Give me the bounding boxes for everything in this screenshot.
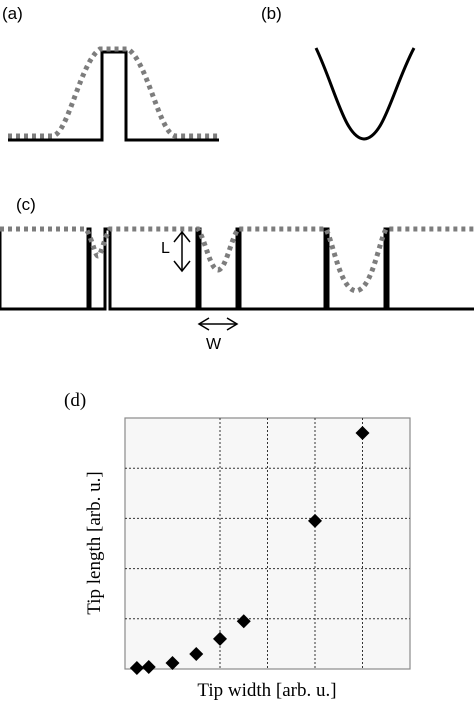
panel-a: (a) <box>2 4 219 142</box>
width-arrow <box>197 317 239 331</box>
data-point-3 <box>189 646 204 661</box>
data-point-4 <box>213 631 227 646</box>
data-point-5 <box>236 614 251 629</box>
panel-d-label: (d) <box>64 390 86 411</box>
panel-c-label: (c) <box>16 195 36 214</box>
x-axis-label: Tip width [arb. u.] <box>197 680 336 701</box>
data-markers <box>129 426 370 675</box>
panel-a-surface-profile <box>8 50 219 142</box>
panel-b-label: (b) <box>261 4 282 23</box>
panel-d: (d) Tip width [arb. u.] Tip length [arb.… <box>64 390 411 701</box>
panel-b: (b) <box>261 4 416 141</box>
data-point-1 <box>141 659 156 674</box>
panel-c-tip-trace <box>0 226 474 294</box>
data-point-2 <box>165 655 180 670</box>
data-point-6 <box>308 513 322 528</box>
panel-a-tip-trace <box>8 46 219 139</box>
length-label: L <box>161 240 170 257</box>
grid <box>125 418 410 669</box>
panel-b-tip-shape <box>314 47 416 141</box>
width-label: W <box>206 336 222 353</box>
data-point-0 <box>129 660 144 675</box>
y-axis-label: Tip length [arb. u.] <box>84 471 105 614</box>
data-point-7 <box>355 426 370 441</box>
panel-c: (c) L W <box>0 195 474 353</box>
length-arrow <box>173 230 191 273</box>
panel-c-surface-profile <box>0 227 474 311</box>
panel-a-label: (a) <box>2 4 23 23</box>
